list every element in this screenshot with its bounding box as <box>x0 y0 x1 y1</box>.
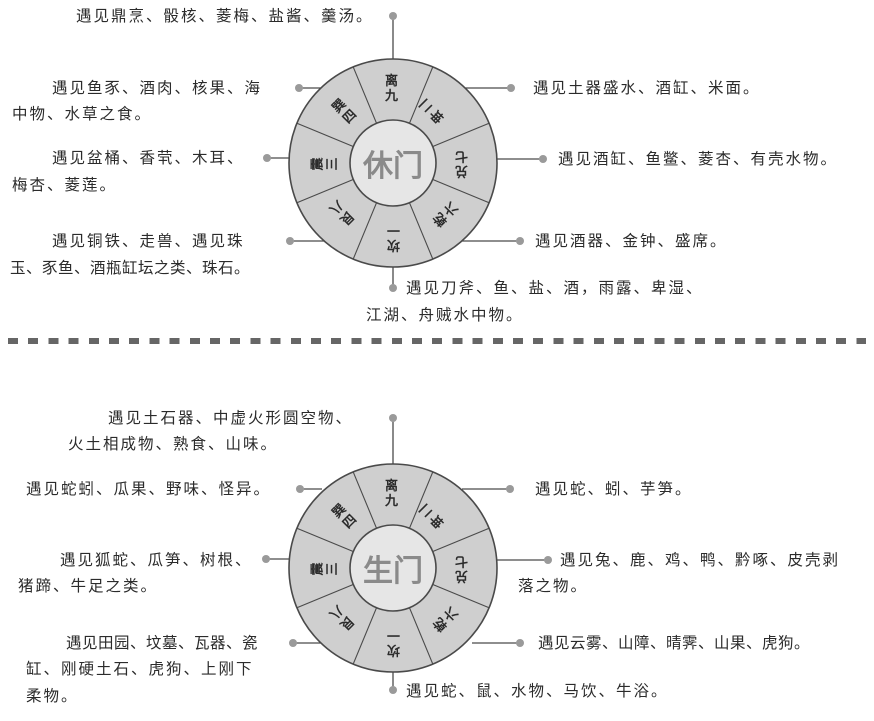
note-left-line2: 梅杏、菱莲。 <box>12 176 118 194</box>
note-right: 遇见酒缸、鱼鳖、菱杏、有壳水物。 <box>558 150 839 168</box>
note-right-line1: 遇见兔、鹿、鸡、鸭、黔啄、皮壳剥 <box>560 551 841 569</box>
sector-kan1: 坎一 <box>386 627 400 657</box>
connector-dots-bottom <box>262 414 552 694</box>
dashed-divider <box>8 338 866 344</box>
note-left-line2: 猪蹄、牛足之类。 <box>18 577 159 595</box>
connector-dots-top <box>263 12 547 292</box>
note-lower-left-line2: 缸、刚硬土石、虎狗、上刚下 <box>26 660 254 678</box>
connectors-top <box>267 16 543 288</box>
note-lower-right: 遇见云雾、山障、晴霁、山果、虎狗。 <box>538 634 811 652</box>
note-top-line2: 火土相成物、熟食、山味。 <box>68 435 279 453</box>
note-bottom: 遇见蛇、鼠、水物、马饮、牛浴。 <box>406 682 669 700</box>
sector-kan1: 坎一 <box>386 222 400 252</box>
sector-zhen3: 震三 <box>310 562 341 576</box>
note-upper-left: 遇见蛇蚓、瓜果、野味、怪异。 <box>26 480 272 498</box>
sector-zhen3: 震三 <box>310 157 341 171</box>
note-left-line1: 遇见狐蛇、瓜笋、树根、 <box>60 551 253 569</box>
note-left-line1: 遇见盆桶、香茕、木耳、 <box>52 149 245 167</box>
connectors-bottom <box>266 418 548 690</box>
note-upper-right: 遇见土器盛水、酒缸、米面。 <box>533 79 761 97</box>
note-right-line2: 落之物。 <box>518 577 589 595</box>
sector-li9: 离九 <box>385 479 399 509</box>
note-lower-left-line1: 遇见铜铁、走兽、遇见珠 <box>52 232 245 250</box>
note-bottom-line1: 遇见刀斧、鱼、盐、酒，雨露、卑湿、 <box>406 279 704 297</box>
sector-dui7: 兑七 <box>454 148 468 178</box>
note-lower-right: 遇见酒器、金钟、盛席。 <box>535 232 728 250</box>
note-top-line1: 遇见土石器、中虚火形圆空物、 <box>108 409 354 427</box>
sector-li9: 离九 <box>385 74 399 104</box>
note-upper-left-line2: 中物、水草之食。 <box>12 105 153 123</box>
note-bottom-line2: 江湖、舟贼水中物。 <box>366 306 524 324</box>
note-top: 遇见鼎烹、骰核、菱梅、盐酱、羹汤。 <box>76 7 374 25</box>
note-upper-left-line1: 遇见鱼豕、酒肉、核果、海 <box>52 79 263 97</box>
note-lower-left-line1: 遇见田园、坟墓、瓦器、瓷 <box>66 634 259 652</box>
note-lower-left-line3: 柔物。 <box>26 687 79 705</box>
sector-dui7: 兑七 <box>454 553 468 583</box>
center-label: 休门 <box>363 149 423 184</box>
center-label: 生门 <box>363 554 423 589</box>
note-upper-right: 遇见蛇、蚓、芋笋。 <box>535 480 693 498</box>
note-lower-left-line2: 玉、豕鱼、酒瓶缸坛之类、珠石。 <box>10 259 251 277</box>
